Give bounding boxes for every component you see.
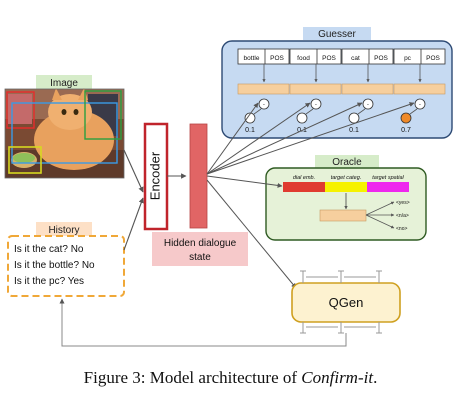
oracle-label: Oracle: [332, 157, 362, 168]
history-to-encoder-arrow: [123, 197, 144, 251]
object-name: pc: [404, 55, 412, 62]
state-to-qgen-arrow: [206, 179, 297, 289]
object-embedding-bar: [341, 83, 394, 95]
hidden-state-label-box: [152, 232, 248, 266]
qgen-box: [291, 282, 401, 323]
object-tag: POS: [374, 55, 388, 62]
qgen-feedback-arrow: [59, 298, 347, 347]
guesser: Guesser bottle POS · 0.1 food POS · 0.1 cat POS · 0…: [221, 27, 453, 139]
object-name: food: [297, 55, 310, 62]
history-line-2: Is it the bottle? No: [14, 260, 95, 271]
hidden-state-label-2: state: [189, 252, 211, 263]
object-tag: POS: [426, 55, 440, 62]
encoder-label: Encoder: [147, 151, 162, 200]
object-box: [341, 48, 394, 65]
dot-product-symbol: ·: [315, 100, 318, 109]
state-to-guesser-arrows: [206, 102, 415, 175]
cat-photo: [4, 88, 125, 179]
object-tag: POS: [270, 55, 284, 62]
guesser-label: Guesser: [318, 29, 356, 40]
object-box: [393, 48, 446, 65]
object-name: bottle: [244, 55, 260, 62]
qgen-label: QGen: [329, 295, 364, 310]
oracle-output-no: <no>: [396, 226, 407, 232]
score-circle: [296, 112, 308, 124]
object-probability: 0.1: [245, 127, 255, 134]
caption-model-name: Confirm-it: [301, 368, 374, 387]
object-embedding-bar: [237, 83, 290, 95]
score-circle: [348, 112, 360, 124]
caption-suffix: .: [373, 368, 378, 387]
hidden-state-bar: [189, 123, 208, 229]
dial-emb-label: dial emb.: [293, 175, 315, 181]
qgen: QGen: [291, 270, 401, 334]
oracle-label-box: [315, 155, 379, 168]
image-label-box: [36, 75, 92, 89]
state-to-oracle-arrow: [206, 175, 283, 188]
object-name: cat: [351, 55, 360, 62]
dot-product-circle: [362, 98, 374, 110]
history-label-box: [36, 222, 92, 236]
dot-product-symbol: ·: [263, 100, 266, 109]
oracle-output-na: <n/a>: [396, 213, 409, 219]
caption-prefix: Figure 3: Model architecture of: [83, 368, 302, 387]
score-arrow: [305, 108, 314, 115]
architecture-diagram: Image History: [4, 27, 453, 347]
oracle: Oracle dial emb. target categ. target sp…: [265, 155, 427, 241]
score-arrow: [409, 108, 418, 115]
guesser-label-box: [303, 27, 371, 40]
hidden-state-label-1: Hidden dialogue: [164, 238, 237, 249]
score-circle: [244, 112, 256, 124]
dot-product-circle: [310, 98, 322, 110]
score-circle: [400, 112, 412, 124]
object-tag: POS: [322, 55, 336, 62]
figure-caption: Figure 3: Model architecture of Confirm-…: [0, 368, 461, 388]
dot-product-symbol: ·: [367, 100, 370, 109]
oracle-out-arrow-yes: [365, 201, 395, 216]
history-label: History: [48, 225, 79, 236]
dot-product-circle: [258, 98, 270, 110]
history-box: [7, 235, 125, 297]
object-probability: 0.7: [401, 127, 411, 134]
guesser-object: bottle POS · 0.1: [237, 48, 290, 134]
object-embedding-bar: [393, 83, 446, 95]
oracle-out-arrow-no: [365, 214, 395, 229]
object-box: [289, 48, 342, 65]
encoder: Encoder: [143, 122, 169, 231]
guesser-object: pc POS · 0.7: [393, 48, 446, 134]
dot-product-symbol: ·: [419, 100, 422, 109]
image-panel: Image: [4, 75, 125, 179]
object-box: [237, 48, 290, 65]
target-categ-label: target categ.: [331, 175, 362, 181]
score-arrow: [357, 108, 366, 115]
dial-emb-bar: [283, 182, 325, 192]
image-to-encoder-arrow: [123, 149, 144, 193]
history-panel: History Is it the cat? No Is it the bott…: [7, 222, 125, 297]
target-spatial-label: target spatial: [372, 175, 404, 181]
history-line-3: Is it the pc? Yes: [14, 276, 84, 287]
object-probability: 0.1: [349, 127, 359, 134]
dot-product-circle: [414, 98, 426, 110]
object-embedding-bar: [289, 83, 342, 95]
oracle-output-yes: <yes>: [396, 200, 410, 206]
oracle-mlp-bar: [319, 209, 367, 222]
guesser-object: cat POS · 0.1: [341, 48, 394, 134]
score-arrow: [253, 108, 262, 115]
image-label: Image: [50, 78, 78, 89]
target-spatial-bar: [367, 182, 409, 192]
target-categ-bar: [325, 182, 367, 192]
hidden-state: Hidden dialogue state: [152, 123, 248, 266]
history-line-1: Is it the cat? No: [14, 244, 84, 255]
